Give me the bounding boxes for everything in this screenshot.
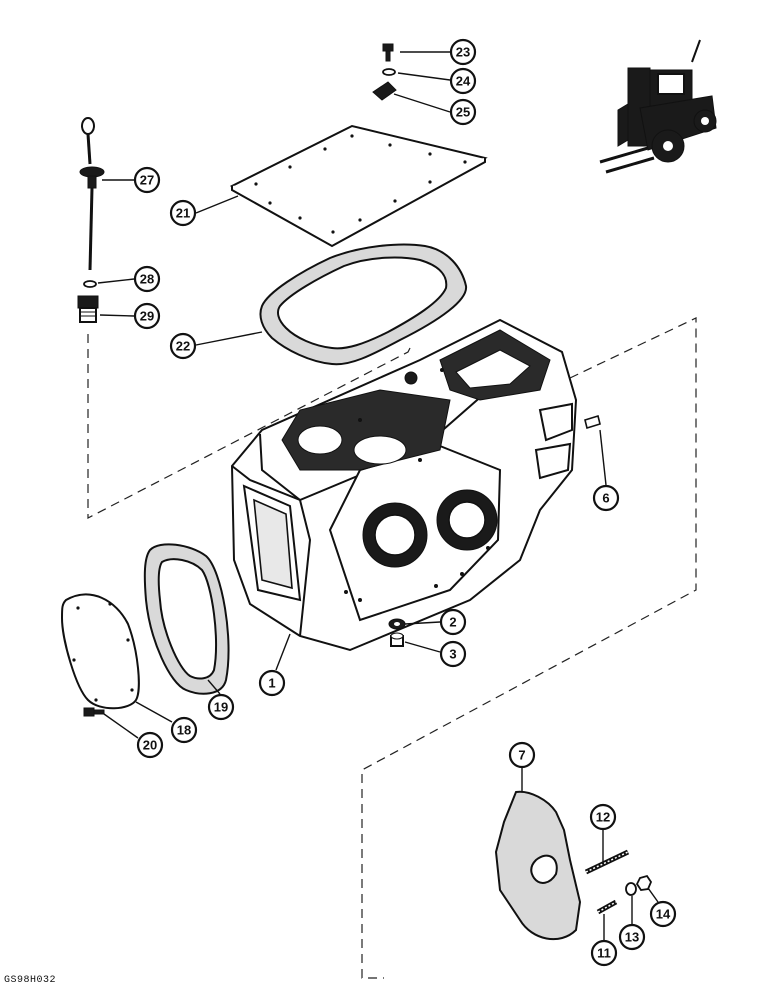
callout-25-label: 25 — [456, 105, 470, 120]
top-cover-gasket — [259, 243, 468, 366]
callout-11-label: 11 — [597, 946, 611, 961]
dowel-pin — [584, 414, 601, 430]
callout-3: 3 — [439, 640, 467, 668]
callout-28: 28 — [133, 265, 161, 293]
callout-14: 14 — [649, 900, 677, 928]
callout-20-label: 20 — [143, 738, 157, 753]
alignment-lines — [87, 317, 697, 979]
dipstick-assembly — [77, 117, 105, 323]
callout-18: 18 — [170, 716, 198, 744]
callout-12: 12 — [589, 803, 617, 831]
callout-19: 19 — [207, 693, 235, 721]
callout-21: 21 — [169, 199, 197, 227]
callout-24-label: 24 — [456, 74, 471, 89]
callout-29-label: 29 — [140, 309, 154, 324]
callout-21-label: 21 — [176, 206, 190, 221]
callout-22-label: 22 — [176, 339, 190, 354]
callout-3-label: 3 — [449, 647, 456, 662]
figure-code: GS98H032 — [4, 975, 57, 986]
callout-1: 1 — [258, 669, 286, 697]
callout-27: 27 — [133, 166, 161, 194]
callout-19-label: 19 — [214, 700, 228, 715]
callout-11: 11 — [590, 939, 618, 967]
callout-14-label: 14 — [656, 907, 671, 922]
callout-2-label: 2 — [449, 615, 456, 630]
cover-bolt — [83, 707, 105, 717]
callout-27-label: 27 — [140, 173, 154, 188]
side-gasket — [143, 543, 230, 695]
callout-6-label: 6 — [602, 491, 609, 506]
callout-2: 2 — [439, 608, 467, 636]
callout-12-label: 12 — [596, 810, 610, 825]
callout-7: 7 — [508, 741, 536, 769]
callout-29: 29 — [133, 302, 161, 330]
callout-13-label: 13 — [625, 930, 639, 945]
callout-1-label: 1 — [268, 676, 275, 691]
callout-24: 24 — [449, 67, 477, 95]
leader-lines — [97, 51, 659, 940]
callout-28-label: 28 — [140, 272, 154, 287]
forklift-illustration — [599, 39, 717, 174]
screw-washer-clip — [372, 43, 397, 101]
callout-23-label: 23 — [456, 45, 470, 60]
callout-25: 25 — [449, 98, 477, 126]
callout-23: 23 — [449, 38, 477, 66]
callout-7-label: 7 — [518, 748, 525, 763]
transmission-housing — [230, 318, 578, 652]
callout-6: 6 — [592, 484, 620, 512]
side-cover-plate — [60, 593, 140, 710]
plug-and-bushing — [388, 618, 406, 647]
cover-plate — [229, 124, 488, 248]
studs-washer-nut — [584, 849, 653, 915]
rear-gasket — [494, 790, 582, 940]
callout-18-label: 18 — [177, 723, 191, 738]
callout-13: 13 — [618, 923, 646, 951]
callout-20: 20 — [136, 731, 164, 759]
callout-22: 22 — [169, 332, 197, 360]
